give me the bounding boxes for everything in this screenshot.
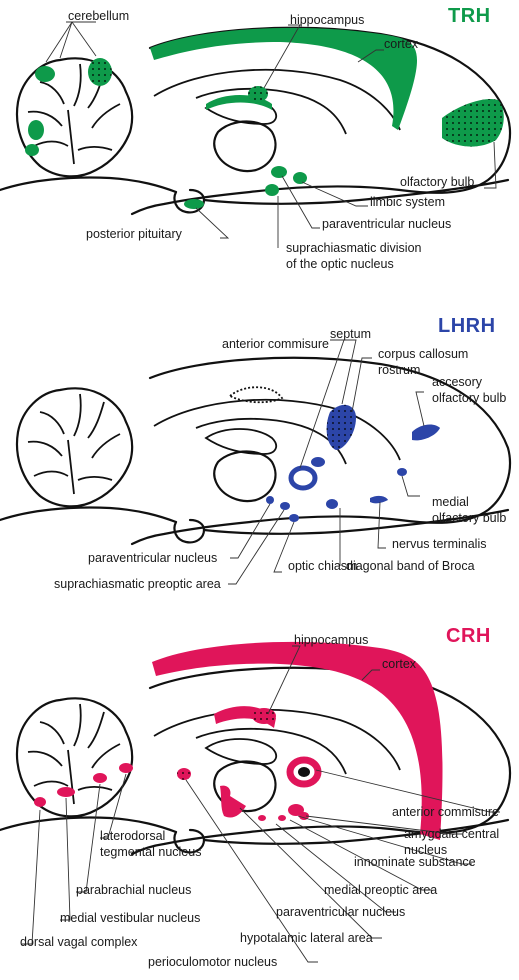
crh-label-medial-vestibular: medial vestibular nucleus: [60, 911, 200, 925]
crh-label-laterodorsal-2: tegmental nucleus: [100, 845, 201, 859]
lhrh-label-accesory-1: accesory: [432, 375, 483, 389]
crh-label-laterodorsal-1: laterodorsal: [100, 829, 165, 843]
lhrh-label-corpus-callosum-1: corpus callosum: [378, 347, 468, 361]
lhrh-label-medial-1: medial: [432, 495, 469, 509]
trh-label-cortex: cortex: [384, 37, 419, 51]
crh-label-parabrachial: parabrachial nucleus: [76, 883, 191, 897]
crh-label-amygdala-2: nucleus: [404, 843, 447, 857]
trh-label-olfactory-bulb: olfactory bulb: [400, 175, 474, 189]
crh-label-hippocampus: hippocampus: [294, 633, 368, 647]
trh-label-cerebellum: cerebellum: [68, 9, 129, 23]
trh-label-hippocampus: hippocampus: [290, 13, 364, 27]
crh-label-amygdala-1: amygdala central: [404, 827, 499, 841]
crh-label-dorsal-vagal: dorsal vagal complex: [20, 935, 138, 949]
lhrh-label-medial-2: olfactory bulb: [432, 511, 506, 525]
lhrh-heading: LHRH: [438, 315, 496, 337]
crh-label-cortex: cortex: [382, 657, 417, 671]
lhrh-label-optic-chiasm: optic chiasm: [288, 559, 357, 573]
crh-heading: CRH: [446, 625, 491, 647]
trh-label-suprachiasmatic-2: of the optic nucleus: [286, 257, 394, 271]
crh-label-paraventricular: paraventricular nucleus: [276, 905, 405, 919]
crh-label-anterior-commisure: anterior commisure: [392, 805, 499, 819]
crh-label-perioculomotor: perioculomotor nucleus: [148, 955, 277, 969]
crh-panel: CRH: [0, 625, 512, 969]
crh-regions: [34, 641, 443, 840]
crh-label-medial-preoptic: medial preoptic area: [324, 883, 437, 897]
trh-label-paraventricular: paraventricular nucleus: [322, 217, 451, 231]
lhrh-panel: LHRH anterior commisure sep: [0, 315, 512, 591]
lhrh-label-paraventricular: paraventricular nucleus: [88, 551, 217, 565]
crh-label-hypotalamic-lateral: hypotalamic lateral area: [240, 931, 373, 945]
lhrh-label-diagonal-band: diagonal band of Broca: [346, 559, 475, 573]
lhrh-regions: [228, 386, 440, 522]
trh-label-suprachiasmatic-1: suprachiasmatic division: [286, 241, 422, 255]
lhrh-label-anterior-commisure: anterior commisure: [222, 337, 329, 351]
trh-label-limbic-system: limbic system: [370, 195, 445, 209]
lhrh-label-corpus-callosum-2: rostrum: [378, 363, 420, 377]
trh-panel: TRH: [0, 5, 512, 271]
crh-label-innominate: innominate substance: [354, 855, 476, 869]
lhrh-label-septum: septum: [330, 327, 371, 341]
trh-regions: [25, 27, 504, 209]
lhrh-label-suprachiasmatic-preoptic: suprachiasmatic preoptic area: [54, 577, 221, 591]
trh-label-posterior-pituitary: posterior pituitary: [86, 227, 183, 241]
trh-heading: TRH: [448, 5, 491, 27]
lhrh-label-accesory-2: olfactory bulb: [432, 391, 506, 405]
lhrh-label-nervus-terminalis: nervus terminalis: [392, 537, 486, 551]
